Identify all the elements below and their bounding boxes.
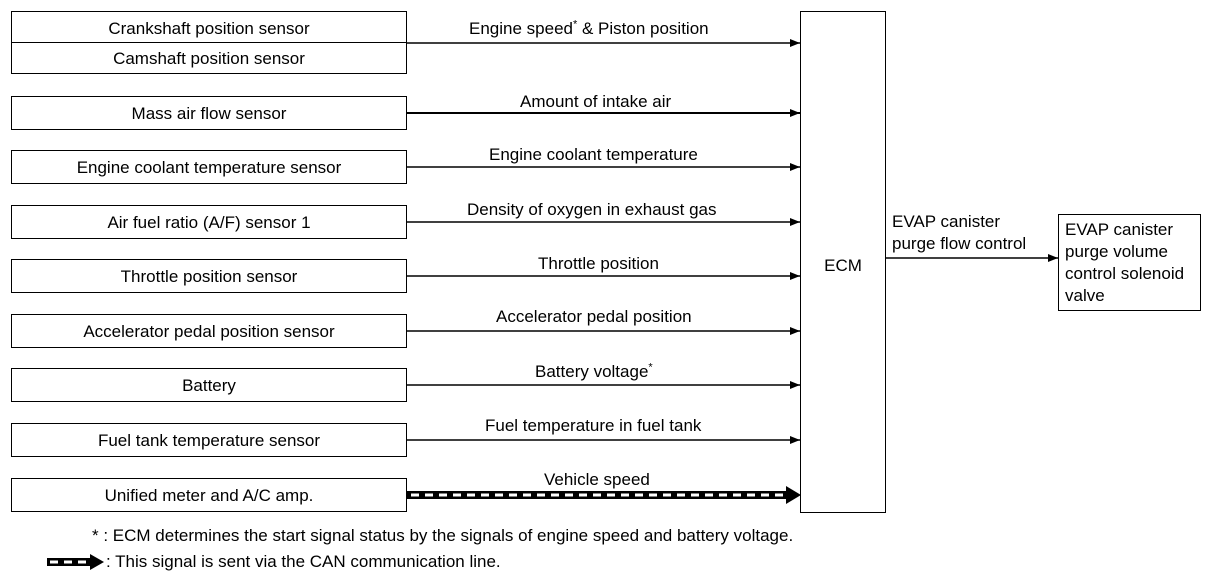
can-arrowhead	[786, 486, 801, 504]
af-sensor-label: Air fuel ratio (A/F) sensor 1	[107, 213, 311, 232]
battery-label: Battery	[182, 376, 236, 395]
signal-accelerator: Accelerator pedal position	[496, 307, 692, 326]
actuator-line-4: valve	[1065, 286, 1105, 305]
signal-piston-text: & Piston position	[577, 19, 709, 38]
crankshaft-sensor-label: Crankshaft position sensor	[108, 19, 310, 38]
actuator-line-1: EVAP canister	[1065, 220, 1174, 239]
output-signal-line1: EVAP canister	[892, 212, 1001, 231]
can-note: : This signal is sent via the CAN commun…	[106, 552, 501, 571]
purge-solenoid-box: EVAP canister purge volume control solen…	[1058, 214, 1201, 311]
ecm-label: ECM	[824, 256, 862, 275]
ect-sensor-label: Engine coolant temperature sensor	[76, 158, 342, 177]
af-sensor-box: Air fuel ratio (A/F) sensor 1	[11, 205, 407, 239]
signal-vehicle-speed: Vehicle speed	[544, 470, 650, 489]
maf-sensor-label: Mass air flow sensor	[131, 104, 287, 123]
battery-box: Battery	[11, 368, 407, 402]
app-sensor-box: Accelerator pedal position sensor	[11, 314, 407, 348]
legend-can-arrowhead	[90, 554, 104, 570]
tps-sensor-box: Throttle position sensor	[11, 259, 407, 293]
ect-sensor-box: Engine coolant temperature sensor	[11, 150, 407, 184]
actuator-line-2: purge volume	[1065, 242, 1169, 261]
actuator-line-3: control solenoid	[1065, 264, 1185, 283]
tps-sensor-label: Throttle position sensor	[120, 267, 298, 286]
signal-fuel-temp: Fuel temperature in fuel tank	[485, 416, 702, 435]
meter-amp-label: Unified meter and A/C amp.	[104, 486, 314, 505]
asterisk-note: * : ECM determines the start signal stat…	[92, 526, 793, 546]
signal-battery-voltage: Battery voltage*	[535, 362, 653, 382]
signal-engine-speed-asterisk: *	[572, 18, 578, 31]
signal-engine-speed: Engine speed* & Piston position	[469, 19, 709, 39]
signal-battery-voltage-text: Battery voltage	[535, 362, 649, 381]
asterisk-note-prefix: * :	[92, 526, 109, 545]
sensor-divider	[12, 42, 406, 43]
signal-engine-speed-text: Engine speed	[469, 19, 573, 38]
fuel-tank-sensor-box: Fuel tank temperature sensor	[11, 423, 407, 457]
signal-coolant-temp: Engine coolant temperature	[489, 145, 698, 164]
meter-amp-box: Unified meter and A/C amp.	[11, 478, 407, 512]
app-sensor-label: Accelerator pedal position sensor	[83, 322, 335, 341]
maf-sensor-box: Mass air flow sensor	[11, 96, 407, 130]
signal-throttle: Throttle position	[538, 254, 659, 273]
output-signal-line2: purge flow control	[892, 234, 1027, 253]
signal-intake-air: Amount of intake air	[520, 92, 672, 111]
signal-battery-asterisk: *	[648, 361, 653, 374]
crank-cam-sensor-box: Crankshaft position sensor Camshaft posi…	[11, 11, 407, 74]
asterisk-note-text: ECM determines the start signal status b…	[112, 526, 794, 545]
fuel-tank-sensor-label: Fuel tank temperature sensor	[97, 431, 321, 450]
camshaft-sensor-label: Camshaft position sensor	[113, 49, 305, 68]
ecm-box: ECM	[800, 11, 886, 513]
signal-oxygen-density: Density of oxygen in exhaust gas	[467, 200, 717, 219]
